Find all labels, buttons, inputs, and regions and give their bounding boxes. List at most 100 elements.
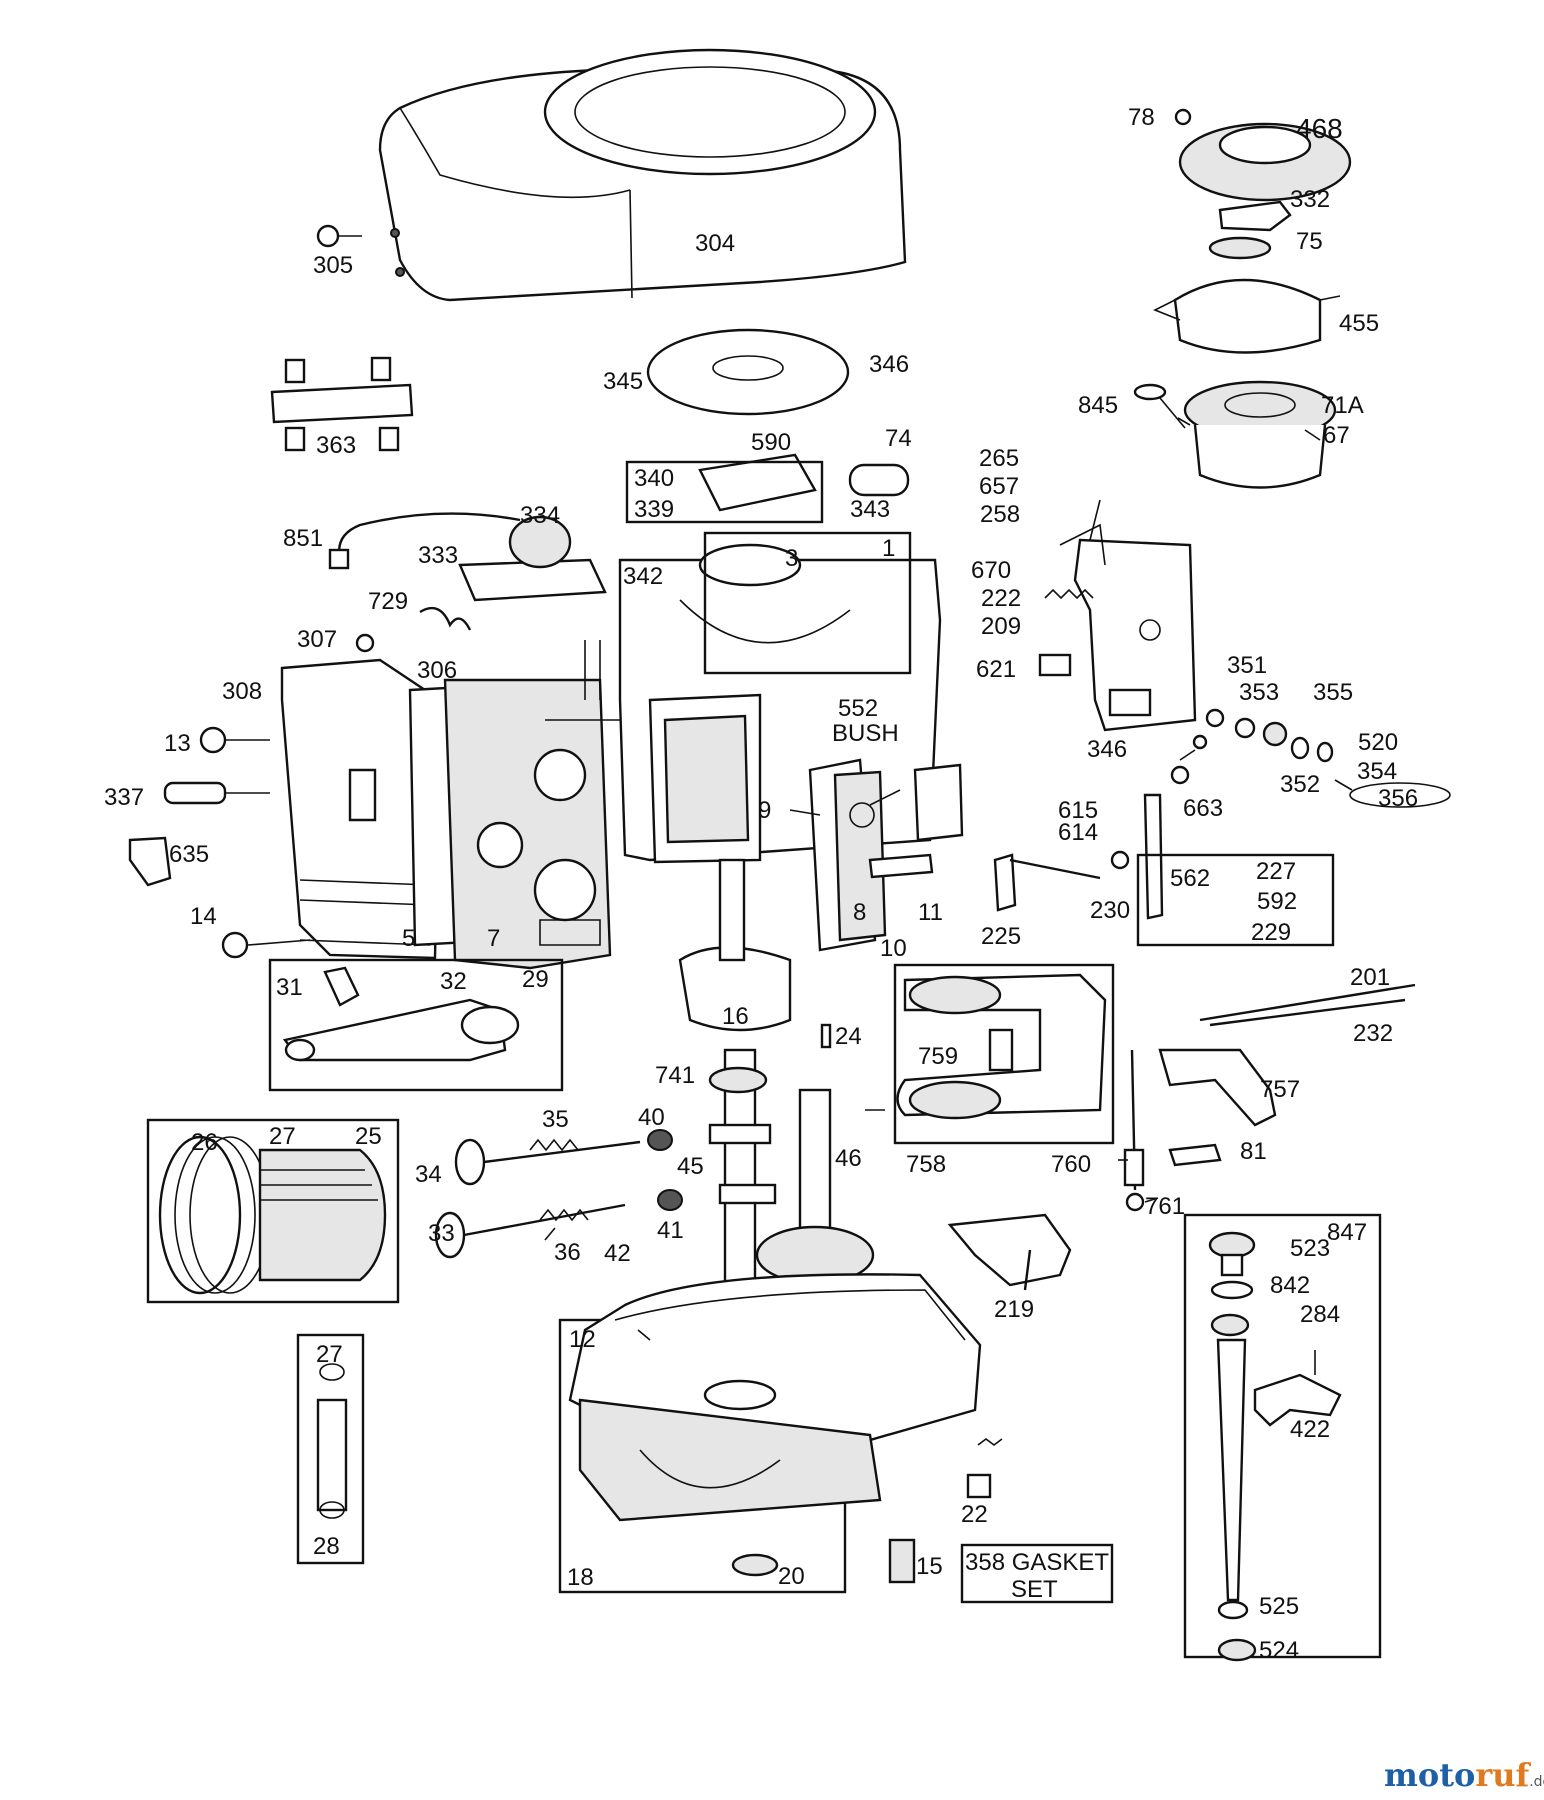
callout-labels: 304 305 78 468 332 75 455 345 346 845 71…	[104, 104, 1418, 1664]
plate-81-part	[1168, 1143, 1222, 1167]
valve-33-part	[434, 1203, 626, 1259]
callout-label: 847	[1327, 1219, 1367, 1246]
callout-label: 308	[222, 678, 262, 705]
callout-label: 760	[1051, 1151, 1091, 1178]
callout-label: 346	[869, 351, 909, 378]
callout-label: 657	[979, 473, 1019, 500]
spring-232-part	[1209, 998, 1406, 1027]
link-757-part	[1158, 1048, 1277, 1127]
callout-label: 75	[1296, 228, 1323, 255]
armature-339-part	[698, 453, 817, 512]
callout-label: 222	[981, 585, 1021, 612]
oil-sump-18-part	[568, 1273, 982, 1522]
callout-label: 29	[522, 966, 549, 993]
connecting-rod-29-part	[282, 966, 520, 1062]
governor-lever-part	[993, 793, 1164, 920]
callout-label: 78	[1128, 104, 1155, 131]
callout-label: 45	[677, 1153, 704, 1180]
governor-kit-box	[1136, 853, 1335, 947]
callout-label: 232	[1353, 1020, 1393, 1047]
piston-25-part	[158, 1135, 387, 1295]
callout-label: 524	[1259, 1637, 1299, 1664]
plug-15-part	[888, 1538, 916, 1584]
watermark-brand-b: ruf	[1475, 1756, 1531, 1794]
cylinder-head-308-part	[280, 658, 442, 960]
condenser-343-part	[848, 463, 910, 497]
seal-20-part	[731, 1553, 779, 1577]
callout-label: 332	[1290, 186, 1330, 213]
callout-label: 758	[906, 1151, 946, 1178]
callout-label: 34	[415, 1161, 442, 1188]
screw-845-part	[1133, 383, 1186, 429]
dipstick-kit-box	[1183, 1213, 1382, 1659]
bracket-363-part	[270, 356, 414, 452]
callout-label: 40	[638, 1104, 665, 1131]
callout-label: 525	[1259, 1593, 1299, 1620]
callout-label: 20	[778, 1563, 805, 1590]
callout-label: 304	[695, 230, 735, 257]
callout-label: 468	[1296, 113, 1343, 144]
callout-label: 5	[402, 925, 415, 952]
callout-label: 520	[1358, 729, 1398, 756]
callout-label: 3	[785, 545, 798, 572]
breather-8-part	[808, 758, 934, 952]
blower-housing-part	[378, 48, 907, 302]
callout-label: 305	[313, 252, 353, 279]
svg-text:motoruf.de: motoruf.de	[1384, 1756, 1544, 1794]
callout-label: 339	[634, 496, 674, 523]
callout-label: 355	[1313, 679, 1353, 706]
callout-label: 28	[313, 1533, 340, 1560]
callout-label: 346	[1087, 736, 1127, 763]
callout-label: 552	[838, 695, 878, 722]
callout-label: 358 GASKET	[965, 1549, 1109, 1576]
watermark-brand-a: moto	[1384, 1756, 1475, 1794]
callout-label: 14	[190, 903, 217, 930]
callout-label: 334	[520, 502, 560, 529]
callout-label: 24	[835, 1023, 862, 1050]
callout-label: 615	[1058, 797, 1098, 824]
callout-label: 353	[1239, 679, 1279, 706]
callout-label: 342	[623, 563, 663, 590]
callout-label: 27	[269, 1123, 296, 1150]
callout-label: 663	[1183, 795, 1223, 822]
callout-label: 41	[657, 1217, 684, 1244]
screw-305-part	[316, 224, 362, 248]
camshaft-46-part	[708, 1088, 875, 1285]
starter-cup-468-part	[1174, 108, 1352, 202]
retainer-40-part	[647, 1129, 673, 1151]
callout-label: 12	[569, 1326, 596, 1353]
callout-label: 614	[1058, 819, 1098, 846]
callout-label: 422	[1290, 1416, 1330, 1443]
pin-kit-box	[296, 1333, 365, 1565]
yoke-kit-box	[893, 963, 1115, 1145]
callout-label: 32	[440, 968, 467, 995]
callout-label: 343	[850, 496, 890, 523]
callout-label: 7	[487, 925, 500, 952]
callout-label: 71A	[1321, 392, 1364, 419]
screw-307-part	[355, 633, 375, 653]
callout-label: 35	[542, 1106, 569, 1133]
callout-label: 845	[1078, 392, 1118, 419]
callout-label: 635	[169, 841, 209, 868]
callout-label: 67	[1323, 422, 1350, 449]
callout-label: 523	[1290, 1235, 1330, 1262]
key-24-part	[820, 1023, 832, 1049]
cylinder-block-part	[408, 678, 612, 970]
dipstick-760-part	[1123, 1049, 1145, 1212]
nut-332-part	[1218, 200, 1292, 232]
ignition-kit-box	[625, 460, 824, 524]
governor-219-part	[947, 1213, 1072, 1291]
callout-label: 11	[918, 899, 943, 926]
callout-label: 306	[417, 657, 457, 684]
callout-label: 759	[918, 1043, 958, 1070]
callout-label: 201	[1350, 964, 1390, 991]
screen-455-part	[1153, 278, 1341, 354]
callout-label: 354	[1357, 758, 1397, 785]
screw-621-part	[1038, 653, 1072, 677]
leader-lines	[544, 417, 1353, 1341]
callout-label: 356	[1378, 785, 1418, 812]
callout-label: 562	[1170, 865, 1210, 892]
watermark-tld: .de	[1529, 1774, 1544, 1790]
callout-label: 9	[758, 797, 771, 824]
